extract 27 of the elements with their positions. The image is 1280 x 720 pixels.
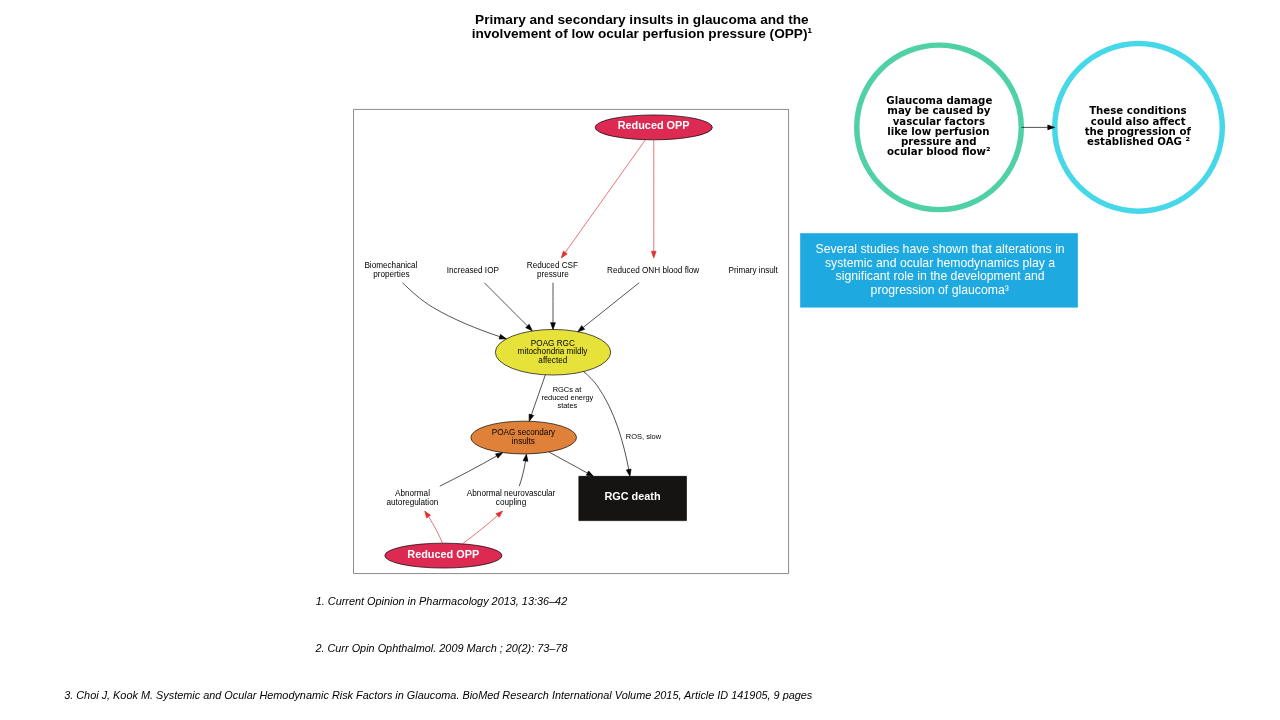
arrow [548, 451, 594, 477]
arrow [650, 139, 656, 259]
label: 1. Current Opinion in Pharmacology 2013, 13:36–42 [315, 594, 567, 607]
label: 2. Curr Opin Ophthalmol. 2009 March ; 20(2): 73–78 [314, 641, 567, 654]
diagram-title: Primary and secondary insults in glaucoma and the involvement of low ocular perfusion pressure (OPP)¹ [471, 11, 812, 41]
arrow [560, 139, 646, 259]
node-box: RGC death [578, 476, 687, 521]
node-box: Several studies have shown that alterations in systemic and ocular hemodynamics play a significant role in the development and progression of glaucoma³ [799, 233, 1078, 308]
arrow [582, 371, 631, 477]
arrow [401, 282, 507, 340]
edge-label: ROS, slow [625, 432, 661, 442]
arrow [1020, 124, 1055, 131]
arrow [483, 282, 533, 332]
edge-label: RGCs at reduced energy states [540, 384, 593, 411]
arrow [438, 452, 503, 487]
node-ellipse: Reduced OPP [384, 542, 502, 569]
node-circle: These conditions could also affect the progression of established OAG ² [1051, 40, 1225, 214]
arrow [518, 453, 528, 487]
node-circle: Glaucoma damage may be caused by vascular factors like low perfusion pressure and ocular blood flow² [853, 42, 1024, 213]
label: 3. Choi J, Kook M. Systemic and Ocular Hemodynamic Risk Factors in Glaucoma. BioMed Research International Volume 2015, Article ID 141905, 9 pages [63, 688, 812, 701]
arrow [576, 282, 639, 333]
cluster [352, 109, 789, 574]
arrow [423, 510, 443, 544]
arrow [549, 282, 556, 330]
arrow [461, 510, 503, 545]
node-ellipse: Reduced OPP [594, 114, 713, 141]
arrow [528, 374, 546, 422]
